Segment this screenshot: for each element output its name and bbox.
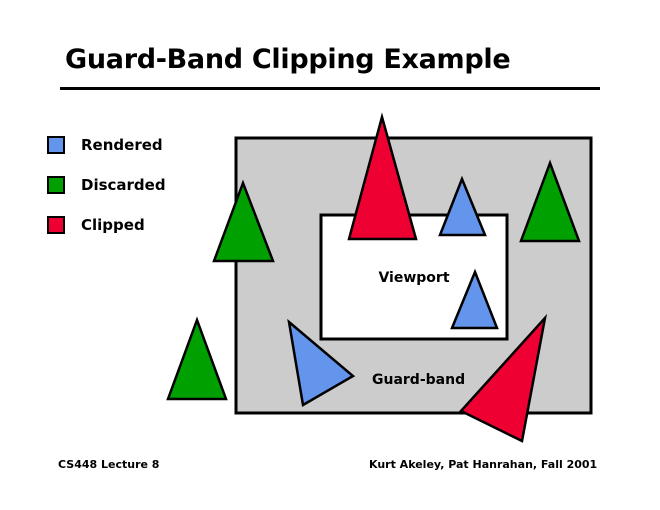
- legend-item-clipped: Clipped: [47, 215, 166, 235]
- discarded-triangle: [519, 159, 581, 243]
- rendered-swatch: [47, 136, 65, 154]
- title-divider: [60, 87, 600, 90]
- footer-authors: Kurt Akeley, Pat Hanrahan, Fall 2001: [369, 458, 598, 471]
- guard-band-label: Guard-band: [372, 372, 465, 388]
- discarded-triangle: [212, 179, 275, 263]
- discarded-swatch: [47, 176, 65, 194]
- clipped-triangle: [458, 313, 548, 443]
- legend-item-rendered: Rendered: [47, 135, 166, 155]
- viewport-label: Viewport: [378, 270, 449, 286]
- legend-label: Clipped: [81, 216, 145, 234]
- legend-label: Rendered: [81, 136, 163, 154]
- discarded-triangle: [166, 316, 228, 401]
- slide-title: Guard-Band Clipping Example: [65, 44, 511, 75]
- footer-course: CS448 Lecture 8: [58, 458, 160, 471]
- rendered-triangle: [438, 175, 487, 237]
- rendered-triangle: [450, 268, 499, 330]
- clipped-triangle: [347, 112, 418, 241]
- legend-label: Discarded: [81, 176, 166, 194]
- legend-item-discarded: Discarded: [47, 175, 166, 195]
- rendered-triangle: [287, 318, 356, 407]
- clipped-swatch: [47, 216, 65, 234]
- legend: Rendered Discarded Clipped: [47, 135, 166, 255]
